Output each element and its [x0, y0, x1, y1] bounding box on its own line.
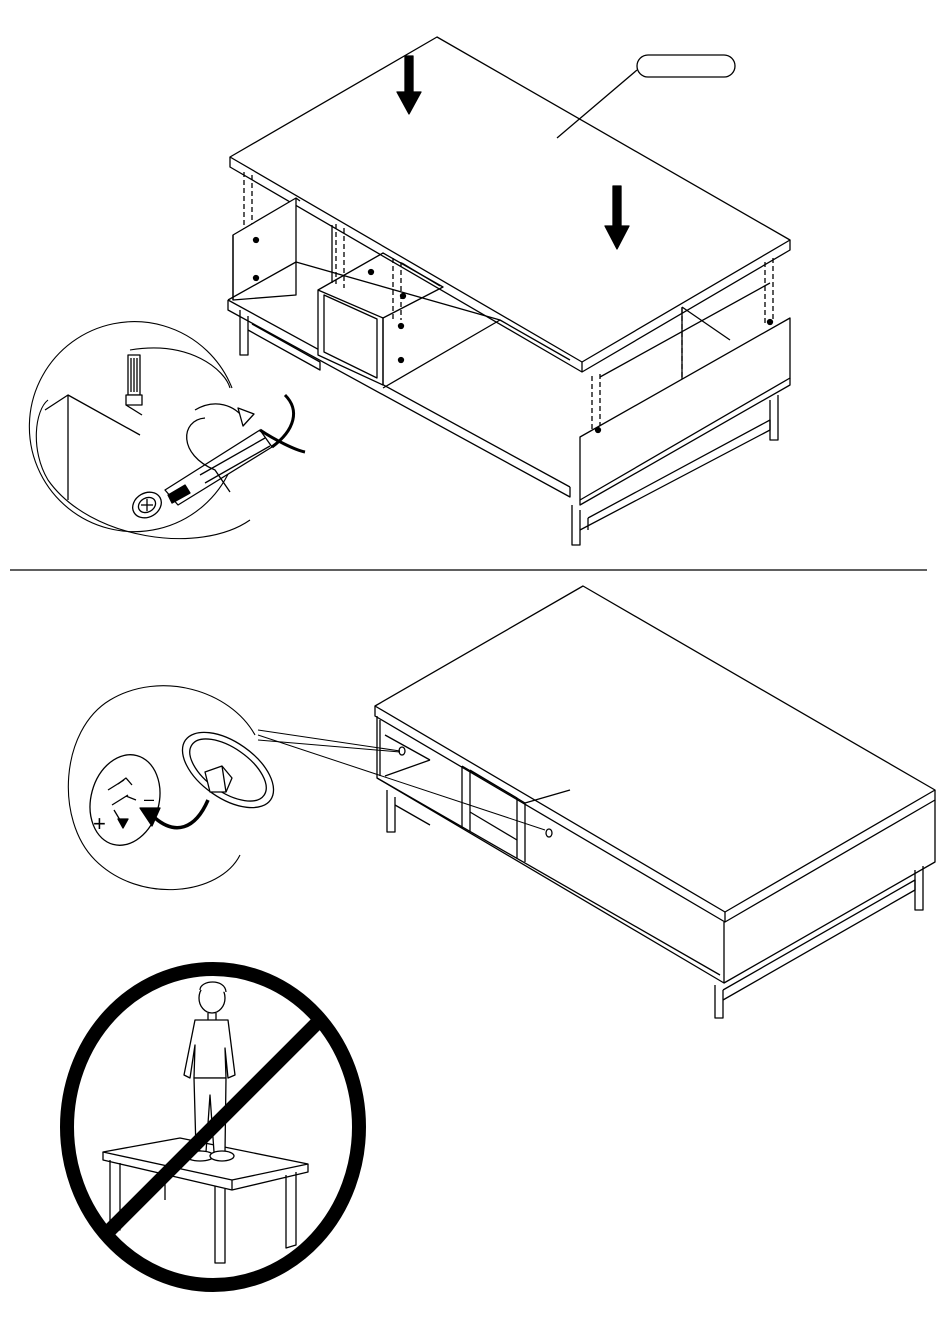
table-top-panel: [230, 37, 790, 372]
carcass-left-panel: [233, 198, 300, 300]
prohibition-icon: [67, 969, 359, 1285]
step-cam-cover-caps: + –: [68, 586, 935, 1018]
detail-cover-cap: + –: [68, 686, 286, 890]
screw-icon: [126, 355, 142, 415]
detail-cam-lock-tighten: [29, 322, 305, 539]
step-top-panel: [29, 37, 790, 545]
minus-symbol: –: [144, 789, 154, 809]
screwdriver-icon: [165, 395, 305, 505]
cover-cap-icon: [169, 717, 286, 823]
do-not-stand-on-furniture-icon: [67, 969, 359, 1285]
carcass-cubby: [318, 253, 443, 385]
cam-lock-icon: [80, 747, 169, 853]
left-sled-leg: [240, 310, 320, 370]
carcass-right-panel: [580, 318, 790, 505]
plus-symbol: +: [93, 811, 106, 836]
cam-lock-icon: [128, 487, 166, 523]
